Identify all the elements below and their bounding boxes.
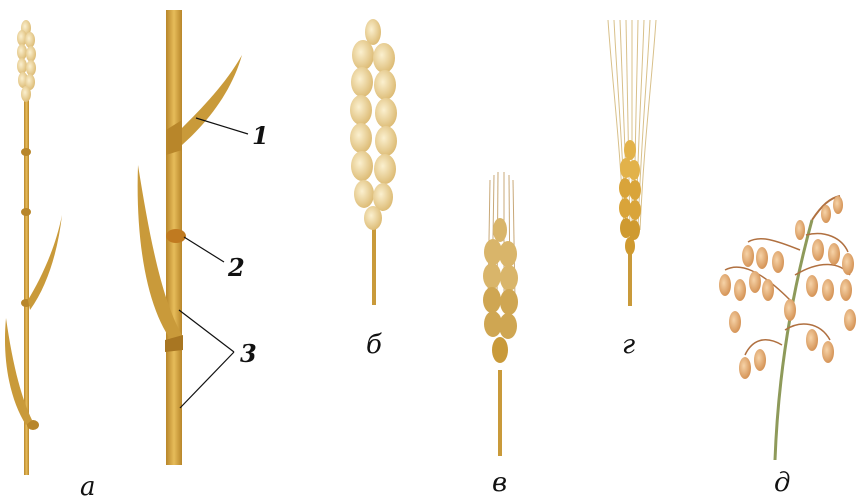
label-2: 2	[228, 256, 245, 280]
stem-node	[166, 229, 186, 243]
leaf-blade-top	[180, 55, 242, 145]
oat-panicle-d	[719, 196, 856, 460]
wheat-ear-small	[17, 20, 36, 102]
wheat-ear-v	[483, 172, 518, 456]
label-g: г	[622, 332, 635, 358]
wheat-plant-whole	[5, 20, 62, 475]
label-b: б	[366, 332, 382, 358]
stem-detail	[138, 10, 248, 465]
leader-1	[196, 118, 248, 134]
leader-2	[184, 237, 224, 262]
leaf-upper	[28, 215, 62, 310]
label-d: д	[774, 470, 790, 496]
label-a: а	[80, 474, 96, 500]
wheat-ear-b	[350, 19, 397, 305]
label-3: 3	[240, 342, 257, 366]
label-v: в	[492, 470, 507, 496]
barley-ear-g	[608, 20, 656, 306]
leader-3b	[180, 352, 234, 408]
label-1: 1	[252, 124, 269, 148]
leader-3a	[179, 310, 234, 352]
